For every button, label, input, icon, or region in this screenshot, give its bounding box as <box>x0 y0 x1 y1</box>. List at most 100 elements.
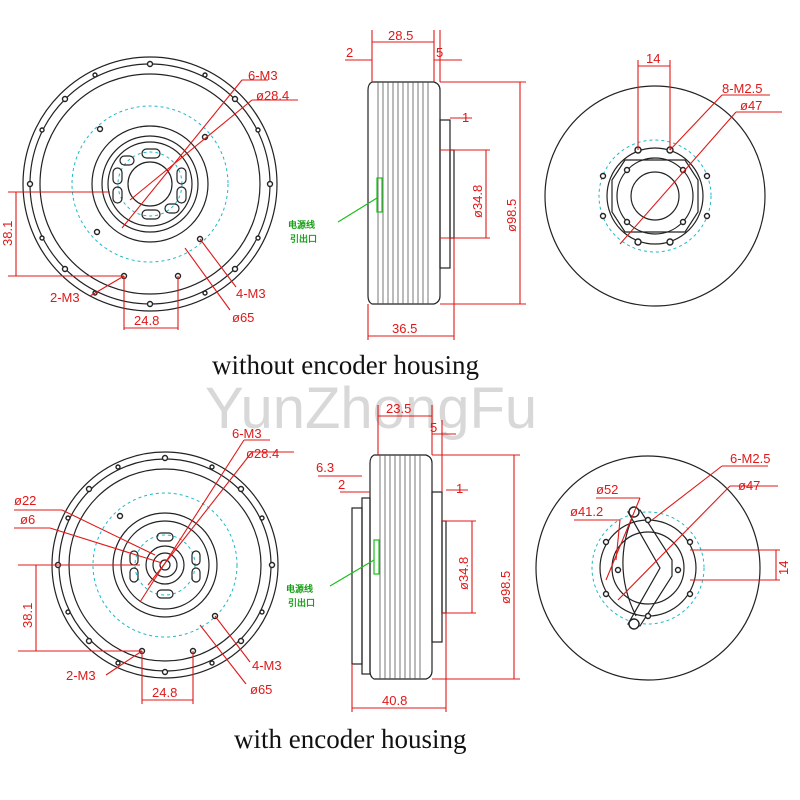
back-bore <box>630 171 680 221</box>
label-dia-28-4: ø28.4 <box>246 446 279 461</box>
label-2-m3: 2-M3 <box>66 668 96 683</box>
label-dia-65: ø65 <box>232 310 254 325</box>
leader-dia6 <box>49 527 163 564</box>
label-5: 5 <box>430 420 437 435</box>
label-1: 1 <box>462 110 469 125</box>
back-flange <box>606 147 704 245</box>
pitch-circle-65 <box>92 492 238 638</box>
label-23-5: 23.5 <box>386 401 411 416</box>
label-1: 1 <box>456 481 463 496</box>
side-hub-step <box>439 119 451 269</box>
label-38-1: 38.1 <box>20 603 35 628</box>
bottom-side-view: 23.5 5 6.3 2 1 ø34.8 ø98.5 40.8 电源线 引出口 <box>286 401 520 712</box>
label-dia-22: ø22 <box>14 493 36 508</box>
back-holes <box>602 516 694 620</box>
cable-exit <box>376 177 383 213</box>
label-24-8: 24.8 <box>134 313 159 328</box>
label-6-3: 6.3 <box>316 460 334 475</box>
bracket-hole-bottom <box>628 618 640 630</box>
bottom-back-view: 6-M2.5 ø52 ø47 ø41.2 14 <box>535 451 791 681</box>
encoder-flange <box>361 497 371 675</box>
leader-4m3 <box>214 615 251 663</box>
back-flange <box>599 519 697 617</box>
bore-22 <box>145 545 185 585</box>
leader-dia65 <box>199 624 247 685</box>
outer-rim <box>22 56 278 312</box>
label-dia-28-4: ø28.4 <box>256 88 289 103</box>
leader-6m25 <box>651 465 723 521</box>
label-2-m3: 2-M3 <box>50 290 80 305</box>
leader-dia22 <box>61 509 156 556</box>
side-body <box>369 454 433 680</box>
leader-8m25 <box>669 94 723 151</box>
label-5: 5 <box>436 45 443 60</box>
label-dia-52: ø52 <box>596 482 618 497</box>
shaft-bore <box>127 161 173 207</box>
leader-dia284 <box>147 451 253 586</box>
leader-dia284 <box>129 99 253 201</box>
cable-label-2: 引出口 <box>288 597 315 608</box>
hub-inner <box>101 135 199 233</box>
label-14: 14 <box>646 51 660 66</box>
back-hub <box>616 157 694 235</box>
leader-2m3 <box>89 275 125 297</box>
label-dia-6: ø6 <box>20 512 35 527</box>
side-hub <box>449 149 455 239</box>
cable-label-1: 电源线 <box>288 219 315 230</box>
leader-4m3 <box>199 238 237 288</box>
pitch-circle-28 <box>134 534 196 596</box>
side-hub <box>441 520 447 614</box>
cable-label-1: 电源线 <box>286 583 313 594</box>
top-side-view: 28.5 2 5 1 ø34.8 ø98.5 36.5 电源线 引出口 <box>288 28 526 340</box>
encoder-arc <box>622 517 637 617</box>
watermark: YunZhongFu <box>205 376 537 441</box>
label-2: 2 <box>346 45 353 60</box>
label-dia-98-5: ø98.5 <box>504 199 519 232</box>
slots <box>129 532 201 599</box>
cooling-fins <box>377 82 429 304</box>
slots <box>112 148 187 220</box>
caption-without-encoder: without encoder housing <box>212 350 479 380</box>
back-plate <box>611 159 699 233</box>
back-pitch <box>591 511 705 625</box>
label-6-m3: 6-M3 <box>232 426 262 441</box>
cable-exit <box>373 539 380 575</box>
leader-2m3 <box>105 650 143 676</box>
outer-rim-step <box>39 73 261 295</box>
label-6-m2-5: 6-M2.5 <box>730 451 770 466</box>
leader-6m3 <box>121 79 243 229</box>
leader-6m3 <box>139 439 245 603</box>
label-40-8: 40.8 <box>382 693 407 708</box>
back-holes <box>599 146 711 246</box>
top-front-view: 6-M3 ø28.4 2-M3 4-M3 ø65 38.1 24.8 <box>0 56 298 330</box>
label-36-5: 36.5 <box>392 321 417 336</box>
leader-dia65 <box>184 247 231 311</box>
label-28-5: 28.5 <box>388 28 413 43</box>
label-dia-98-5: ø98.5 <box>498 571 513 604</box>
bore-inner <box>152 552 178 578</box>
cable-label-2: 引出口 <box>290 233 317 244</box>
caption-with-encoder: with encoder housing <box>234 724 466 754</box>
label-dia-47: ø47 <box>738 478 760 493</box>
label-2: 2 <box>338 477 345 492</box>
label-4-m3: 4-M3 <box>252 658 282 673</box>
label-dia-65: ø65 <box>250 682 272 697</box>
pitch-circle-65 <box>71 105 229 263</box>
back-pitch <box>598 139 712 253</box>
back-rim <box>535 455 761 681</box>
leader-dia47 <box>619 111 737 245</box>
hub-flange <box>107 141 193 227</box>
label-dia-47: ø47 <box>740 98 762 113</box>
hub-outer <box>91 125 209 243</box>
label-4-m3: 4-M3 <box>236 286 266 301</box>
bottom-front-view: 6-M3 ø28.4 ø22 ø6 38.1 2-M3 24.8 4-M3 ø6… <box>14 426 294 704</box>
top-back-view: 14 8-M2.5 ø47 <box>544 51 782 307</box>
cooling-fins <box>379 455 421 679</box>
label-dia-34-8: ø34.8 <box>470 185 485 218</box>
back-rim <box>544 85 766 307</box>
label-dia-34-8: ø34.8 <box>456 557 471 590</box>
leader-dia47 <box>617 485 731 601</box>
label-24-8: 24.8 <box>152 685 177 700</box>
label-14: 14 <box>776 561 791 575</box>
